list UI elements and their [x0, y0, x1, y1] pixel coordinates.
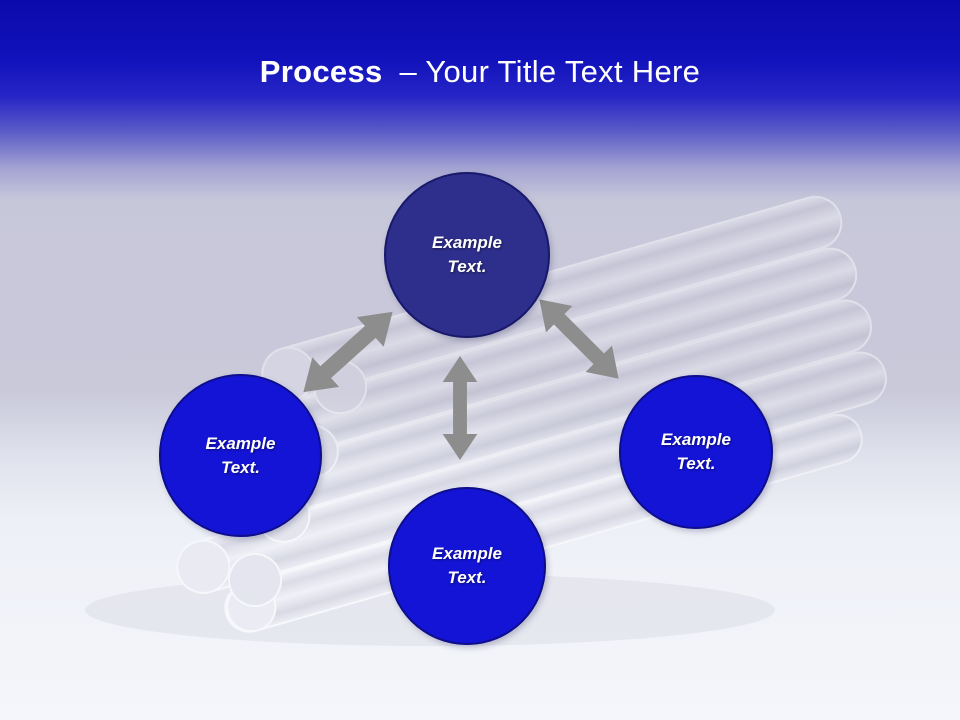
double-arrow-icon-top-to-bottom: [436, 356, 484, 460]
process-node-top: Example Text.: [384, 172, 550, 338]
slide-title-rest: – Your Title Text Here: [399, 54, 701, 89]
process-node-bottom: Example Text.: [388, 487, 546, 645]
process-node-bottom-label-line1: Example: [432, 544, 502, 564]
process-node-top-label-line1: Example: [432, 233, 502, 253]
process-node-right-label-line1: Example: [661, 430, 731, 450]
process-node-left: Example Text.: [159, 374, 322, 537]
slide-title: Process – Your Title Text Here: [0, 54, 960, 90]
double-arrow-icon-top-to-right: [522, 282, 635, 395]
process-node-top-label-line2: Text.: [447, 257, 487, 276]
process-node-right-label-line2: Text.: [676, 454, 716, 473]
header-gradient-band: [0, 0, 960, 200]
process-node-right: Example Text.: [619, 375, 773, 529]
process-node-left-label-line1: Example: [205, 433, 276, 453]
slide-title-emphasis: Process: [259, 54, 383, 89]
process-node-left-label-line2: Text.: [220, 457, 261, 477]
process-node-bottom-label-line2: Text.: [447, 568, 487, 587]
double-arrow-icon-top-to-left: [287, 293, 410, 410]
